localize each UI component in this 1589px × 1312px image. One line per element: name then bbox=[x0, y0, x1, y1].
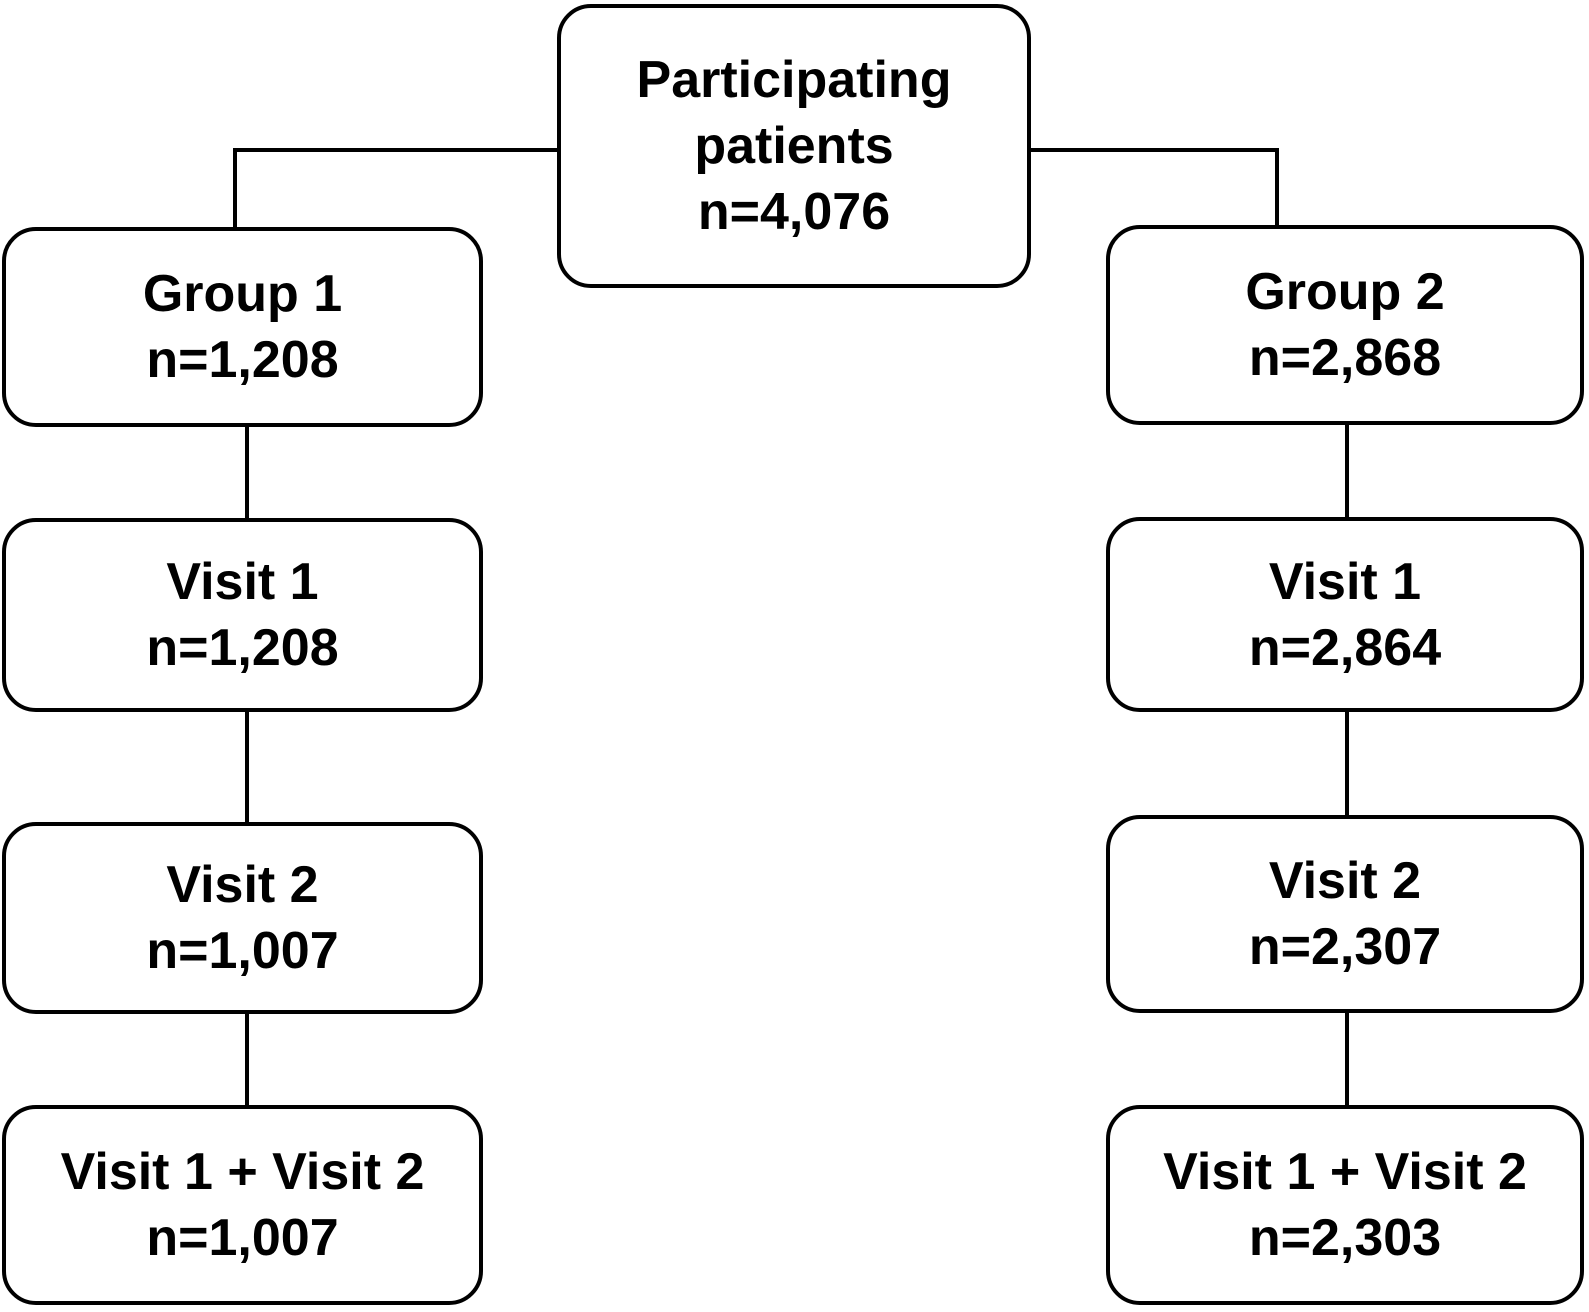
box-count: n=1,208 bbox=[146, 331, 339, 389]
connector-group2-to-visit1 bbox=[1345, 423, 1349, 519]
box-count: n=2,868 bbox=[1248, 329, 1442, 387]
box-label: Visit 1 bbox=[166, 553, 319, 611]
flow-box-group2-visit-1: Visit 1 n=2,864 bbox=[1106, 517, 1584, 712]
connector-root-to-group1-horizontal bbox=[233, 148, 561, 152]
connector-visit1-to-visit2-right bbox=[1345, 710, 1349, 817]
box-count: n=2,303 bbox=[1248, 1209, 1442, 1267]
connector-group1-to-visit1 bbox=[245, 425, 249, 520]
box-label: Visit 2 bbox=[1268, 852, 1422, 910]
flow-box-participating-patients: Participating patients n=4,076 bbox=[557, 4, 1031, 288]
connector-root-to-group2-vertical bbox=[1275, 148, 1279, 229]
box-label: Visit 1 bbox=[1268, 552, 1422, 611]
box-count: n=1,208 bbox=[146, 619, 339, 677]
flow-box-group1-visit-1: Visit 1 n=1,208 bbox=[2, 518, 483, 712]
box-label: Visit 2 bbox=[166, 856, 319, 914]
connector-visit2-to-visit12-left bbox=[245, 1012, 249, 1107]
box-count: n=1,007 bbox=[146, 1209, 339, 1267]
connector-visit1-to-visit2-left bbox=[245, 710, 249, 824]
connector-root-to-group1-vertical bbox=[233, 148, 237, 231]
flow-box-group1-visit-2: Visit 2 n=1,007 bbox=[2, 822, 483, 1014]
flow-box-group2-visit-1-plus-2: Visit 1 + Visit 2 n=2,303 bbox=[1106, 1105, 1584, 1305]
box-count: n=4,076 bbox=[697, 183, 891, 241]
connector-visit2-to-visit12-right bbox=[1345, 1011, 1349, 1107]
box-label: Visit 1 + Visit 2 bbox=[60, 1143, 425, 1201]
flow-box-group-2: Group 2 n=2,868 bbox=[1106, 225, 1584, 425]
flow-box-group-1: Group 1 n=1,208 bbox=[2, 227, 483, 427]
box-label: Visit 1 + Visit 2 bbox=[1163, 1143, 1527, 1201]
box-label: Group 1 bbox=[142, 265, 343, 323]
connector-root-to-group2-horizontal bbox=[1029, 148, 1279, 152]
box-count: n=2,864 bbox=[1248, 618, 1442, 677]
box-count: n=2,307 bbox=[1248, 918, 1442, 976]
box-label: Participating patients bbox=[636, 51, 952, 175]
box-count: n=1,007 bbox=[146, 922, 339, 980]
box-label: Group 2 bbox=[1245, 263, 1445, 321]
flow-box-group2-visit-2: Visit 2 n=2,307 bbox=[1106, 815, 1584, 1013]
flow-box-group1-visit-1-plus-2: Visit 1 + Visit 2 n=1,007 bbox=[2, 1105, 483, 1305]
